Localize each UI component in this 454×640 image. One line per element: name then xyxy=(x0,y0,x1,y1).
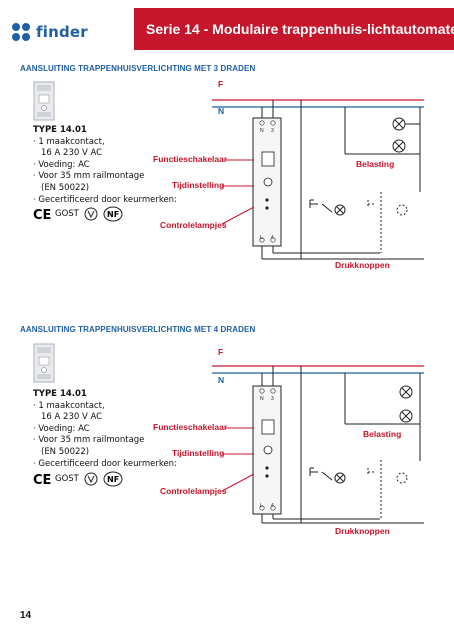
indicator-lamp xyxy=(265,474,269,478)
spec-line: · Gecertificeerd door keurmerken: xyxy=(33,458,177,469)
spec-type: TYPE 14.01 xyxy=(33,125,87,135)
page-title-bar: Serie 14 - Modulaire trappenhuis-lichtau… xyxy=(134,8,454,50)
terminal-label: N xyxy=(260,128,264,134)
spec-line: (EN 50022) xyxy=(41,182,90,193)
lamp-cross-icon xyxy=(394,119,404,129)
certification-marks: CE GOST NF xyxy=(33,206,123,222)
finder-logo: finder xyxy=(11,22,88,42)
spec-line: · 1 maakcontact, xyxy=(33,400,105,411)
lamp-cross-icon xyxy=(336,474,344,482)
time-knob xyxy=(263,177,273,187)
vde-mark-icon xyxy=(84,207,98,221)
lamp-cross-icon xyxy=(394,141,404,151)
lamp-cross-icon xyxy=(336,206,344,214)
svg-text:CE: CE xyxy=(33,473,51,486)
pushbutton-icon xyxy=(309,199,318,208)
spec-list: TYPE 14.01 · 1 maakcontact, 16 A 230 V A… xyxy=(33,125,177,206)
callout-function-switch: Functieschakelaar xyxy=(153,422,228,432)
spec-line: · 1 maakcontact, xyxy=(33,136,105,147)
spec-line: (EN 50022) xyxy=(41,446,90,457)
callout-line xyxy=(221,473,255,492)
relay-thumbnail xyxy=(33,81,55,121)
section-title-3-wire: AANSLUITING TRAPPENHUISVERLICHTING MET 3… xyxy=(20,64,256,73)
ce-mark-icon: CE xyxy=(33,473,51,486)
terminal-screw xyxy=(259,237,265,243)
function-switch xyxy=(261,419,275,435)
terminal-label: 3 xyxy=(271,128,274,134)
gost-mark: GOST xyxy=(55,474,79,484)
terminal-screw xyxy=(270,388,276,394)
callout-indicators: Controlelampjes xyxy=(160,220,227,230)
spec-line: · Voeding: AC xyxy=(33,159,90,170)
pushbutton-optional-icon xyxy=(367,468,376,476)
callout-time-setting: Tijdinstelling xyxy=(172,180,224,190)
page-title: Serie 14 - Modulaire trappenhuis-lichtau… xyxy=(146,21,454,37)
pushbutton-contact xyxy=(321,471,333,481)
relay-module xyxy=(252,117,282,247)
lamp-optional-icon xyxy=(396,472,408,484)
lamp-cross-icon xyxy=(401,387,411,397)
spec-line: · Gecertificeerd door keurmerken: xyxy=(33,194,177,205)
spec-line: · Voeding: AC xyxy=(33,423,90,434)
callout-function-switch: Functieschakelaar xyxy=(153,154,228,164)
terminal-label: N xyxy=(260,396,264,402)
line-label-n: N xyxy=(218,375,224,385)
lamp-cross-icon xyxy=(401,411,411,421)
terminal-screw xyxy=(259,120,265,126)
line-label-n: N xyxy=(218,106,224,116)
finder-logo-icon xyxy=(12,23,30,41)
spec-list: TYPE 14.01 · 1 maakcontact, 16 A 230 V A… xyxy=(33,389,177,470)
spec-line: · Voor 35 mm railmontage xyxy=(33,435,145,446)
gost-mark: GOST xyxy=(55,209,79,219)
pushbutton-optional-icon xyxy=(367,200,376,208)
svg-text:NF: NF xyxy=(107,210,119,219)
indicator-lamp xyxy=(265,466,269,470)
callout-line xyxy=(221,206,255,225)
pushbuttons-label: Drukknoppen xyxy=(335,260,390,270)
pushbuttons-label: Drukknoppen xyxy=(335,526,390,536)
lamp-optional-icon xyxy=(396,204,408,216)
load-label: Belasting xyxy=(356,159,394,169)
spec-line: 16 A 230 V AC xyxy=(41,148,103,159)
pushbutton-icon xyxy=(309,467,318,476)
wiring-diagram-4-wire: F N N 3 L 4 Functieschakelaar Tijdinstel… xyxy=(153,347,424,536)
callout-indicators: Controlelampjes xyxy=(160,486,227,496)
svg-text:CE: CE xyxy=(33,208,51,221)
nf-mark-icon: NF xyxy=(103,471,123,487)
nf-mark-icon: NF xyxy=(103,206,123,222)
pushbutton-contact xyxy=(321,203,333,213)
svg-text:NF: NF xyxy=(107,475,119,484)
terminal-screw xyxy=(259,505,265,511)
brand-name: finder xyxy=(36,23,88,41)
line-label-f: F xyxy=(218,79,223,89)
time-knob xyxy=(263,445,273,455)
relay-thumbnail xyxy=(33,343,55,383)
certification-marks: CE GOST NF xyxy=(33,471,123,487)
terminal-label: 3 xyxy=(271,396,274,402)
terminal-screw xyxy=(270,505,276,511)
ce-mark-icon: CE xyxy=(33,208,51,221)
spec-line: · Voor 35 mm railmontage xyxy=(33,171,145,182)
section-title-4-wire: AANSLUITING TRAPPENHUISVERLICHTING MET 4… xyxy=(20,325,256,334)
page-number: 14 xyxy=(20,610,32,621)
indicator-lamp xyxy=(265,206,269,210)
terminal-screw xyxy=(270,237,276,243)
terminal-screw xyxy=(259,388,265,394)
indicator-lamp xyxy=(265,198,269,202)
line-label-f: F xyxy=(218,347,223,357)
callout-time-setting: Tijdinstelling xyxy=(172,448,224,458)
terminal-screw xyxy=(270,120,276,126)
spec-type: TYPE 14.01 xyxy=(33,389,87,399)
wiring-diagram-3-wire: F N N 3 L 4 Functieschakelaar Tijdinstel… xyxy=(153,79,424,270)
function-switch xyxy=(261,151,275,167)
spec-line: 16 A 230 V AC xyxy=(41,412,103,423)
vde-mark-icon xyxy=(84,472,98,486)
load-label: Belasting xyxy=(363,429,401,439)
